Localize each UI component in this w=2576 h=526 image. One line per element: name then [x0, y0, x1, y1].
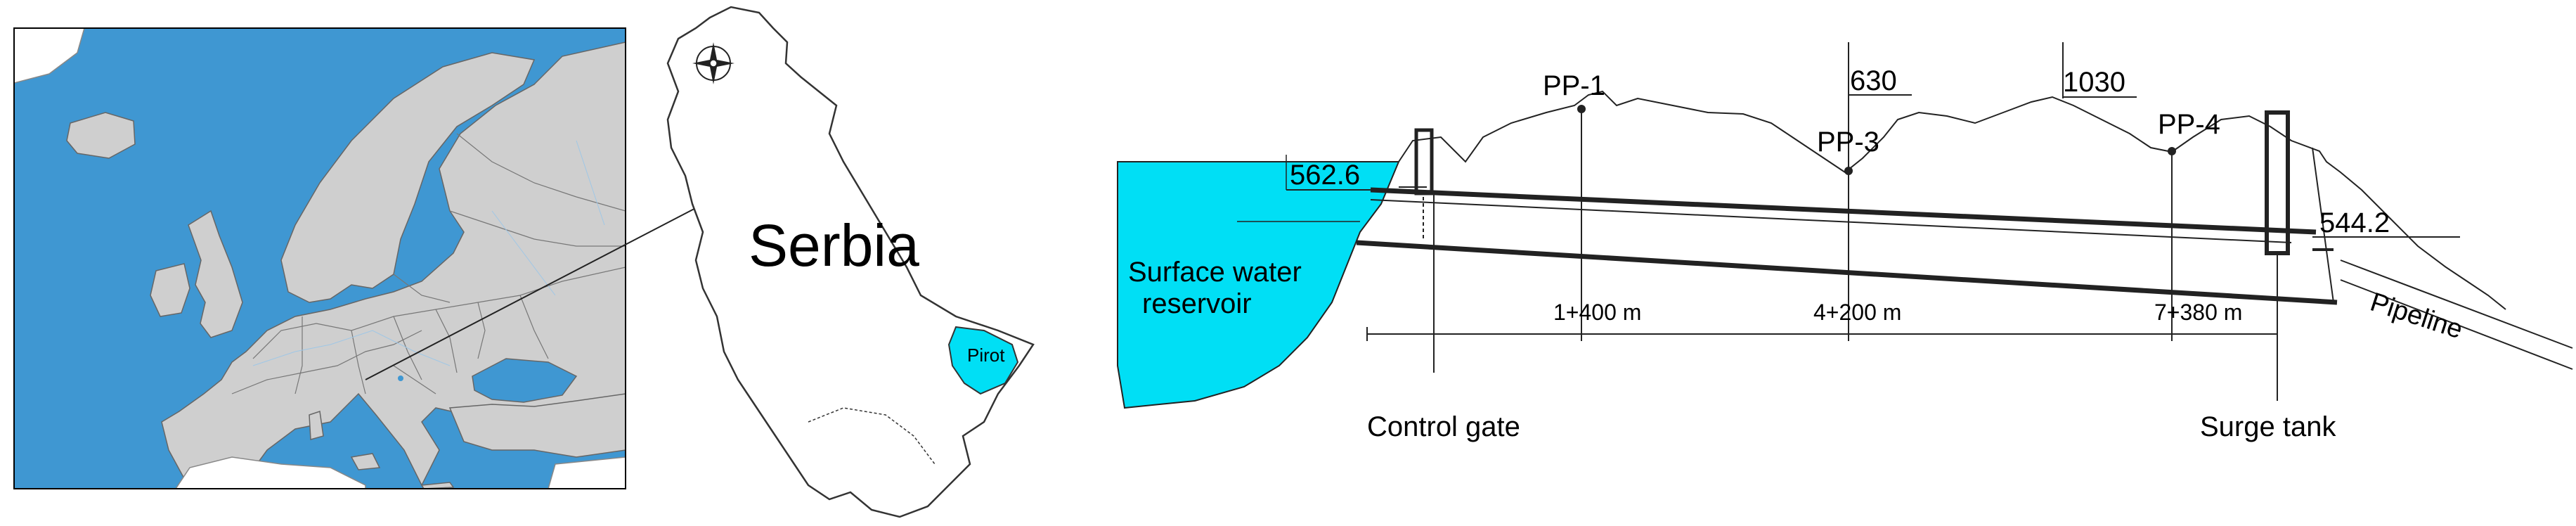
- ireland-land: [150, 263, 190, 317]
- pirot-label: Pirot: [967, 345, 1005, 366]
- greenland-land: [14, 28, 85, 84]
- scandinavia-land: [280, 52, 536, 303]
- great-britain-land: [188, 210, 243, 338]
- sicily-land: [350, 453, 381, 470]
- chainage-7380-label: 7+380 m: [2154, 300, 2242, 325]
- surge-tank-end: [2312, 147, 2334, 303]
- pp4-marker: [2168, 147, 2176, 155]
- tunnel-upper-line-a: [1370, 187, 2317, 235]
- country-borders: [231, 133, 626, 394]
- reservoir-level-label: 562.6: [1290, 160, 1360, 191]
- peak-1030-label: 1030: [2063, 67, 2125, 98]
- pp3-marker: [1844, 167, 1853, 175]
- iceland-land: [66, 112, 136, 159]
- surface-water-reservoir: [1117, 161, 1400, 409]
- control-gate-shaft: [1414, 128, 1434, 195]
- serbia-inner-border: [808, 407, 936, 465]
- pipeline-lower: [2340, 279, 2573, 370]
- europe-map-frame: [13, 27, 626, 489]
- serbia-map-panel: Pirot Serbia: [666, 6, 1035, 518]
- tunnel-upper-line-b: [1370, 199, 2292, 243]
- chainage-1400-label: 1+400 m: [1553, 300, 1641, 325]
- reservoir-label-line2: reservoir: [1142, 288, 1252, 319]
- serbia-outline: [666, 6, 1035, 518]
- serbia-location-marker: [398, 376, 403, 381]
- pirot-region: [947, 326, 1019, 395]
- country-label: Serbia: [749, 212, 919, 278]
- pp1-label: PP-1: [1543, 70, 1605, 101]
- surge-level-label: 544.2: [2319, 207, 2390, 238]
- compass-rose-icon: [692, 42, 734, 84]
- sardinia-land: [309, 411, 324, 440]
- surge-tank-label: Surge tank: [2200, 411, 2336, 442]
- pp3-label: PP-3: [1817, 127, 1879, 158]
- reservoir-label-line1: Surface water: [1128, 257, 1302, 288]
- control-gate-label: Control gate: [1367, 411, 1520, 442]
- peak-630-label: 630: [1850, 65, 1897, 96]
- pipeline-label: Pipeline: [2367, 288, 2466, 345]
- black-sea: [472, 358, 578, 403]
- longitudinal-profile: Pipeline 562.6 544.2 PP-1 1+400 m PP-3: [1117, 42, 2573, 442]
- tunnel-lower-line: [1356, 240, 2338, 305]
- asia-minor-land: [448, 393, 626, 458]
- europe-map-panel: [13, 27, 626, 489]
- pipeline-upper: [2340, 259, 2573, 349]
- levant-land: [548, 456, 626, 489]
- location-leader-line: [365, 202, 707, 380]
- pp1-marker: [1577, 105, 1586, 113]
- rivers: [252, 140, 605, 366]
- crete-land: [420, 482, 455, 489]
- ground-surface-line: [1398, 90, 2506, 310]
- chainage-4200-label: 4+200 m: [1813, 300, 1901, 325]
- pp4-label: PP-4: [2158, 109, 2220, 140]
